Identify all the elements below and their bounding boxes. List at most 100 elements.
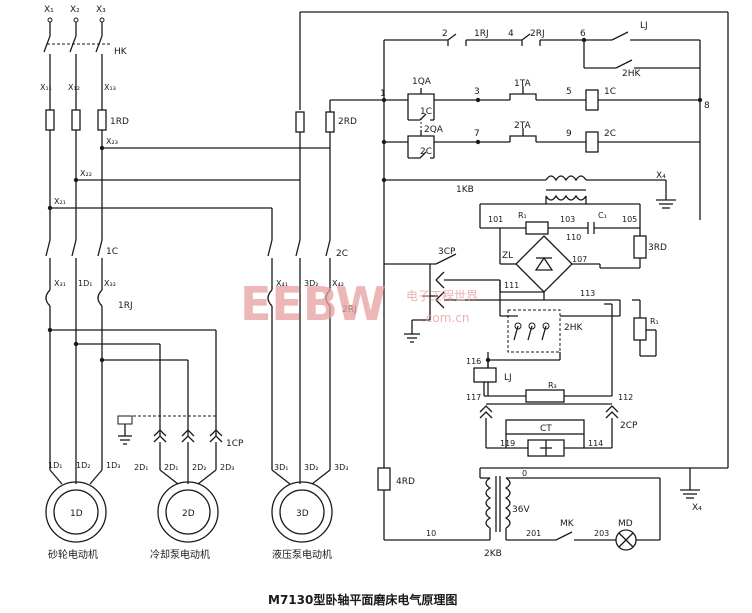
motor-1d (45, 469, 107, 543)
label-n114: 114 (588, 439, 603, 448)
label-n8: 8 (704, 101, 710, 111)
label-2c-aux: 2C (420, 147, 432, 157)
label-n105: 105 (622, 215, 637, 224)
label-x12: X₁₂ (68, 83, 80, 92)
label-lj: LJ (640, 21, 648, 31)
label-rj2-contact: 2RJ (530, 29, 545, 39)
motor-1d-symbol: 1D (70, 509, 83, 519)
label-x2: X₂ (70, 5, 80, 15)
label-zl: ZL (502, 251, 513, 261)
watermark-domain: .com.cn (422, 311, 469, 325)
label-3cp: 3CP (438, 247, 456, 257)
label-n2: 2 (442, 29, 448, 39)
label-2ta: 2TA (514, 121, 532, 131)
power-circuit (43, 11, 728, 543)
label-x42: X₄₂ (332, 279, 344, 288)
label-n113: 113 (580, 289, 595, 298)
transformer-2kb (384, 476, 661, 541)
label-2c: 2C (336, 249, 348, 259)
label-n101: 101 (488, 215, 503, 224)
label-n111: 111 (504, 281, 519, 290)
motor-3d (271, 469, 333, 543)
label-36v: 36V (512, 505, 530, 515)
fuse-4rd (377, 467, 391, 491)
label-1ta: 1TA (514, 79, 532, 89)
label-x32: X₃₂ (104, 279, 116, 288)
label-n119: 119 (500, 439, 515, 448)
label-3rd: 3RD (648, 243, 667, 253)
label-1rd: 1RD (110, 117, 129, 127)
label-x21: X₂₁ (54, 197, 66, 206)
motor-3d-caption: 液压泵电动机 (272, 548, 332, 561)
label-n1: 1 (380, 89, 386, 99)
label-1qa: 1QA (412, 77, 432, 87)
label-mk: MK (560, 519, 575, 529)
label-x3: X₃ (96, 5, 106, 15)
label-n9: 9 (566, 129, 572, 139)
watermark: EEBW 电子工程世界 .com.cn (240, 277, 478, 331)
label-m1-a: 1D₁ (48, 461, 62, 470)
label-x23: X₂₃ (106, 137, 118, 146)
label-m2-c: 2D₂ (192, 463, 206, 472)
label-1c-aux: 1C (420, 107, 432, 117)
label-r3: R₃ (548, 381, 557, 390)
motor-1d-caption: 砂轮电动机 (48, 548, 98, 561)
coolant-pump-feed (47, 327, 223, 470)
label-x11: X₁₁ (40, 83, 52, 92)
label-1c-coil: 1C (604, 87, 616, 97)
label-2rd: 2RD (338, 117, 357, 127)
motor-1d-outer (45, 481, 107, 543)
contactor-1c-main (45, 239, 103, 290)
label-n103: 103 (560, 215, 575, 224)
label-n117: 117 (466, 393, 481, 402)
label-r2: R₁ (650, 317, 659, 326)
label-x31: X₃₁ (54, 279, 66, 288)
label-n4: 4 (508, 29, 514, 39)
label-x22: X₂₂ (80, 169, 92, 178)
label-x4-bottom: X₄ (692, 503, 702, 513)
label-2qa: 2QA (424, 125, 444, 135)
watermark-site: 电子工程世界 (406, 288, 478, 303)
label-1d1: 1D₁ (78, 279, 92, 288)
label-n7: 7 (474, 129, 480, 139)
label-c1: C₁ (598, 211, 607, 220)
label-2hk: 2HK (622, 69, 641, 79)
terminal-x1 (47, 17, 53, 23)
label-3d2: 3D₂ (304, 279, 318, 288)
control-circuit (377, 12, 729, 551)
label-hk: HK (114, 47, 128, 57)
label-n0: 0 (522, 469, 527, 478)
label-m3-c: 3D₃ (334, 463, 348, 472)
label-n5: 5 (566, 87, 572, 97)
label-n203: 203 (594, 529, 609, 538)
motor-2d (157, 469, 219, 543)
lamp-md (615, 529, 637, 551)
label-2kb: 2KB (484, 549, 502, 559)
label-2hk-block: 2HK (564, 323, 583, 333)
label-2rj: 2RJ (342, 305, 357, 315)
motor-3d-symbol: 3D (296, 509, 309, 519)
label-1kb: 1KB (456, 185, 474, 195)
label-1rj: 1RJ (118, 301, 133, 311)
label-2cp: 2CP (620, 421, 638, 431)
label-n6: 6 (580, 29, 586, 39)
labels: X₁ X₂ X₃ HK X₁₁ X₁₂ X₁₃ 1RD X₂₃ X₂₂ X₂₁ … (40, 5, 710, 607)
label-x1: X₁ (44, 5, 54, 15)
resistor-r2-variable (632, 299, 657, 357)
label-lj-coil: LJ (504, 373, 512, 383)
terminal-x3 (99, 17, 105, 23)
thermal-relay-1rj (45, 289, 103, 470)
diagram-title: M7130型卧轴平面磨床电气原理图 (268, 592, 457, 607)
label-n10: 10 (426, 529, 436, 538)
label-x13: X₁₃ (104, 83, 116, 92)
label-n3: 3 (474, 87, 480, 97)
label-m1-c: 1D₃ (106, 461, 120, 470)
label-2c-coil: 2C (604, 129, 616, 139)
knife-switch-hk (43, 35, 110, 110)
motor-2d-symbol: 2D (182, 509, 195, 519)
watermark-logo: EEBW (240, 277, 386, 331)
label-n107: 107 (572, 255, 587, 264)
label-m2-b: 2D₁ (164, 463, 178, 472)
motor-2d-caption: 冷却泵电动机 (150, 548, 210, 561)
